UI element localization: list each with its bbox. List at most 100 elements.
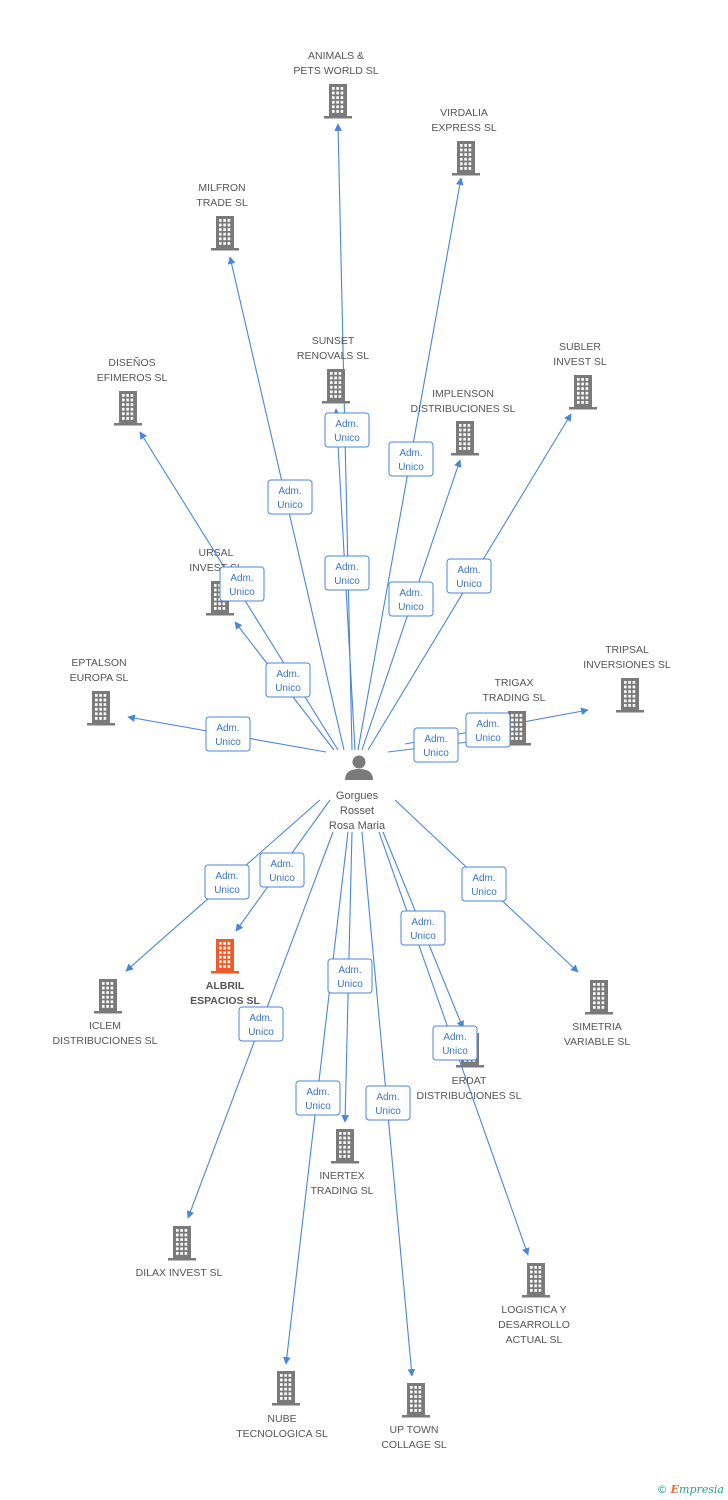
relation-text: Adm. bbox=[424, 734, 447, 745]
relation-label-implenson[interactable]: Adm.Unico bbox=[388, 581, 434, 617]
company-label-line: VIRDALIA bbox=[440, 107, 488, 119]
relation-box bbox=[204, 864, 250, 900]
company-label-line: LOGISTICA Y bbox=[501, 1304, 566, 1316]
relation-box bbox=[238, 1006, 284, 1042]
company-node-animals[interactable]: ANIMALS &PETS WORLD SL bbox=[293, 50, 379, 119]
person-icon bbox=[345, 755, 373, 780]
relation-label-inertex[interactable]: Adm. Unico bbox=[327, 958, 373, 994]
relation-label-ursal[interactable]: Adm.Unico bbox=[265, 662, 311, 698]
building-base bbox=[211, 248, 239, 251]
relation-label-disenos[interactable]: Adm.Unico bbox=[219, 566, 265, 602]
company-label-line: UP TOWN bbox=[389, 1424, 438, 1436]
building-base bbox=[94, 1011, 122, 1014]
relation-label-tripsal[interactable]: Adm.Unico bbox=[465, 712, 511, 748]
relation-label-albril[interactable]: Adm.Unico bbox=[259, 852, 305, 888]
relation-text: Unico bbox=[334, 576, 360, 587]
building-icon bbox=[452, 141, 480, 176]
relation-box bbox=[324, 555, 370, 591]
relation-label-nube[interactable]: Adm.Unico bbox=[295, 1080, 341, 1116]
relation-box bbox=[205, 716, 251, 752]
relation-text: Unico bbox=[471, 887, 497, 898]
relation-text: Unico bbox=[337, 979, 363, 990]
company-label-line: DILAX INVEST SL bbox=[136, 1267, 223, 1279]
relation-labels-layer: Adm.UnicoAdm.UnicoAdm.UnicoAdm.UnicoAdm.… bbox=[204, 412, 511, 1121]
company-label-line: TRIGAX bbox=[494, 677, 533, 689]
company-label-line: ESPACIOS SL bbox=[190, 995, 260, 1007]
company-node-sunset[interactable]: SUNSET RENOVALS SL bbox=[297, 335, 369, 404]
relation-label-virdalia[interactable]: Adm.Unico bbox=[388, 441, 434, 477]
building-base bbox=[324, 116, 352, 119]
relation-label-logistica[interactable]: Adm.Unico bbox=[432, 1025, 478, 1061]
relation-label-trigax[interactable]: Adm.Unico bbox=[413, 727, 459, 763]
relation-box bbox=[465, 712, 511, 748]
company-label-line: IMPLENSON bbox=[432, 388, 494, 400]
relation-label-uptown[interactable]: Adm.Unico bbox=[365, 1085, 411, 1121]
relation-text: Adm. bbox=[443, 1032, 466, 1043]
relation-label-animals[interactable]: Adm.Unico bbox=[324, 412, 370, 448]
relation-label-sunset[interactable]: Adm. Unico bbox=[324, 555, 370, 591]
relation-label-subler[interactable]: Adm. Unico bbox=[446, 558, 492, 594]
company-label-line: RENOVALS SL bbox=[297, 350, 369, 362]
building-icon bbox=[522, 1263, 550, 1298]
relation-box bbox=[461, 866, 507, 902]
company-label-line: TECNOLOGICA SL bbox=[236, 1428, 328, 1440]
company-label-line: DISTRIBUCIONES SL bbox=[52, 1035, 157, 1047]
relation-text: Adm. bbox=[216, 723, 239, 734]
relation-box bbox=[267, 479, 313, 515]
company-label-line: DISTRIBUCIONES SL bbox=[416, 1090, 521, 1102]
relation-text: Unico bbox=[214, 885, 240, 896]
relation-label-milfron[interactable]: Adm.Unico bbox=[267, 479, 313, 515]
company-label-line: EUROPA SL bbox=[70, 672, 129, 684]
relation-text: Adm. bbox=[335, 562, 358, 573]
building-base bbox=[585, 1012, 613, 1015]
company-label-line: SUNSET bbox=[312, 335, 355, 347]
relation-text: Unico bbox=[410, 931, 436, 942]
relation-text: Adm. bbox=[276, 669, 299, 680]
building-base bbox=[522, 1295, 550, 1298]
company-node-dilax[interactable]: DILAX INVEST SL bbox=[136, 1226, 223, 1279]
building-icon bbox=[211, 939, 239, 974]
brand-footer[interactable]: ©Empresia bbox=[657, 1483, 724, 1496]
relation-label-erdat[interactable]: Adm. Unico bbox=[400, 910, 446, 946]
company-label-line: INVEST SL bbox=[553, 356, 607, 368]
relation-text: Adm. bbox=[411, 917, 434, 928]
relation-label-eptalson[interactable]: Adm.Unico bbox=[205, 716, 251, 752]
relation-box bbox=[265, 662, 311, 698]
relation-box bbox=[324, 412, 370, 448]
building-icon bbox=[211, 216, 239, 251]
building-base bbox=[272, 1403, 300, 1406]
brand-name: mpresia bbox=[679, 1483, 724, 1496]
relation-box bbox=[365, 1085, 411, 1121]
building-base bbox=[569, 407, 597, 410]
relation-text: Unico bbox=[398, 602, 424, 613]
building-base bbox=[168, 1258, 196, 1261]
relation-text: Adm. bbox=[338, 965, 361, 976]
relation-text: Unico bbox=[269, 873, 295, 884]
relation-label-simetria[interactable]: Adm.Unico bbox=[461, 866, 507, 902]
relation-label-iclem[interactable]: Adm.Unico bbox=[204, 864, 250, 900]
building-icon bbox=[168, 1226, 196, 1261]
relation-text: Adm. bbox=[457, 565, 480, 576]
relation-text: Unico bbox=[456, 579, 482, 590]
building-base bbox=[206, 613, 234, 616]
relation-label-dilax[interactable]: Adm.Unico bbox=[238, 1006, 284, 1042]
company-label-line: TRADE SL bbox=[196, 197, 248, 209]
relation-box bbox=[295, 1080, 341, 1116]
